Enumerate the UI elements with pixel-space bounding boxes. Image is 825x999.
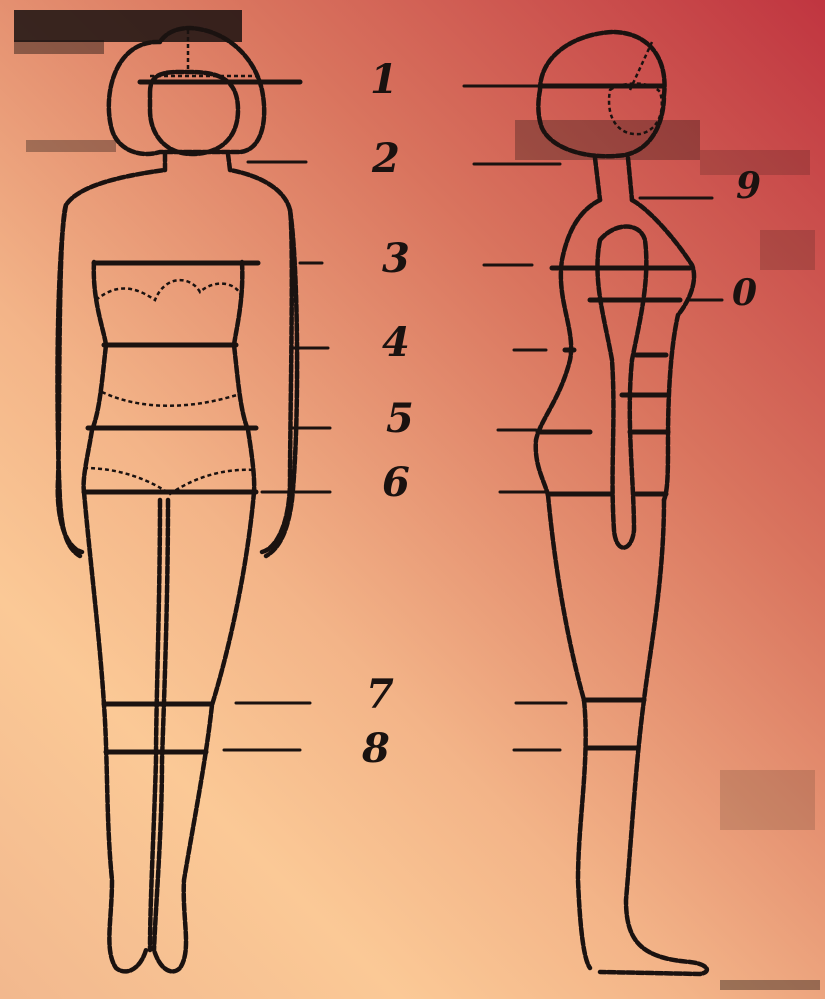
side-figure <box>536 32 707 974</box>
scan-noise <box>14 10 820 990</box>
label-8: 8 <box>361 725 390 772</box>
front-figure <box>58 28 300 971</box>
label-2: 2 <box>371 135 400 182</box>
label-5: 5 <box>386 395 414 442</box>
label-1: 1 <box>370 56 398 103</box>
label-4: 4 <box>382 319 410 366</box>
front-leaders <box>224 162 330 750</box>
side-leaders <box>464 86 722 750</box>
label-10: 0 <box>732 272 757 314</box>
label-9: 9 <box>736 165 761 207</box>
label-3: 3 <box>382 235 410 282</box>
label-6: 6 <box>382 459 410 506</box>
label-7: 7 <box>366 671 394 718</box>
